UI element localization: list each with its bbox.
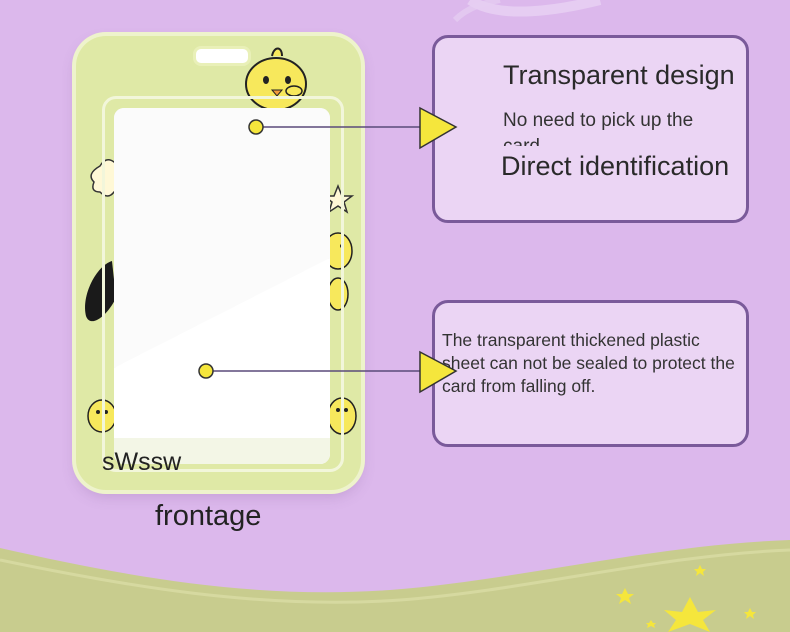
ear-shape [85, 261, 116, 322]
card-holder: sWssw [76, 36, 361, 490]
callout-transparent-design: Transparent design No need to pick up th… [432, 35, 749, 223]
callout-plastic-sheet: The transparent thickened plastic sheet … [432, 300, 749, 447]
callout-title: Transparent design [503, 60, 735, 90]
frontage-caption: frontage [155, 500, 262, 532]
holder-brand-text: sWssw [102, 448, 182, 476]
plastic-sheen [114, 108, 330, 464]
callout-subtitle: No need to pick up the card [503, 110, 694, 146]
lanyard-slot [193, 46, 251, 66]
star-icon [616, 565, 756, 632]
inner-frame [102, 96, 344, 472]
callout-title-secondary: Direct identification [501, 151, 730, 181]
transparent-card-window [114, 108, 330, 464]
callout-description: The transparent thickened plastic sheet … [442, 330, 735, 396]
